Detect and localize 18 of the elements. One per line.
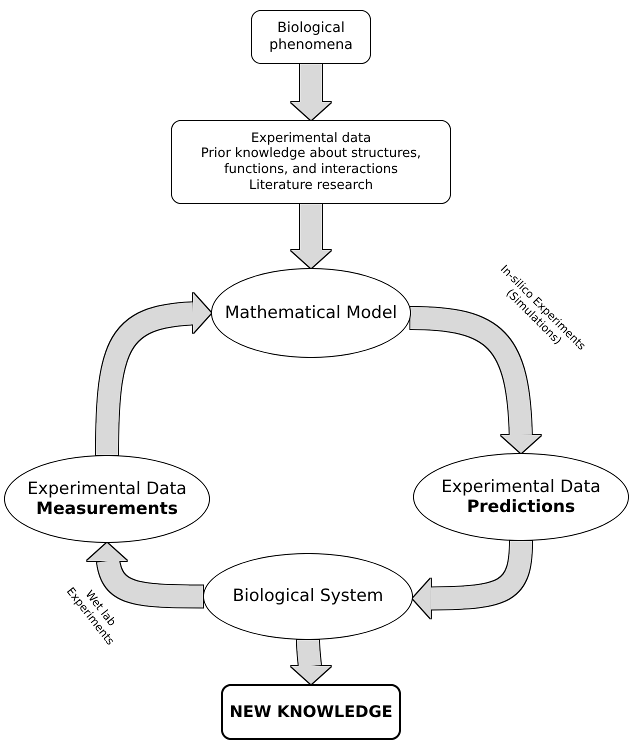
block-arrow: [291, 64, 331, 120]
node-text: Mathematical Model: [224, 302, 398, 324]
block-arrow: [96, 293, 212, 456]
block-arrow: [290, 640, 331, 684]
node-text: Experimental Data: [440, 476, 602, 497]
node-text: Literature research: [248, 178, 374, 194]
node-text: Experimental data: [250, 130, 372, 146]
node-text: Prior knowledge about structures, functions, and interactions: [200, 146, 422, 178]
node-text: Biological phenomena: [268, 20, 354, 54]
node-text: Experimental Data: [26, 478, 188, 499]
block-arrow: [291, 204, 331, 268]
node-text: Biological System: [232, 586, 384, 607]
node-text: Predictions: [466, 497, 576, 518]
node-text: NEW KNOWLEDGE: [228, 702, 394, 722]
process-box: [171, 120, 451, 204]
node-text: Measurements: [35, 499, 179, 520]
process-box: [251, 10, 371, 64]
result-box: [221, 684, 401, 740]
